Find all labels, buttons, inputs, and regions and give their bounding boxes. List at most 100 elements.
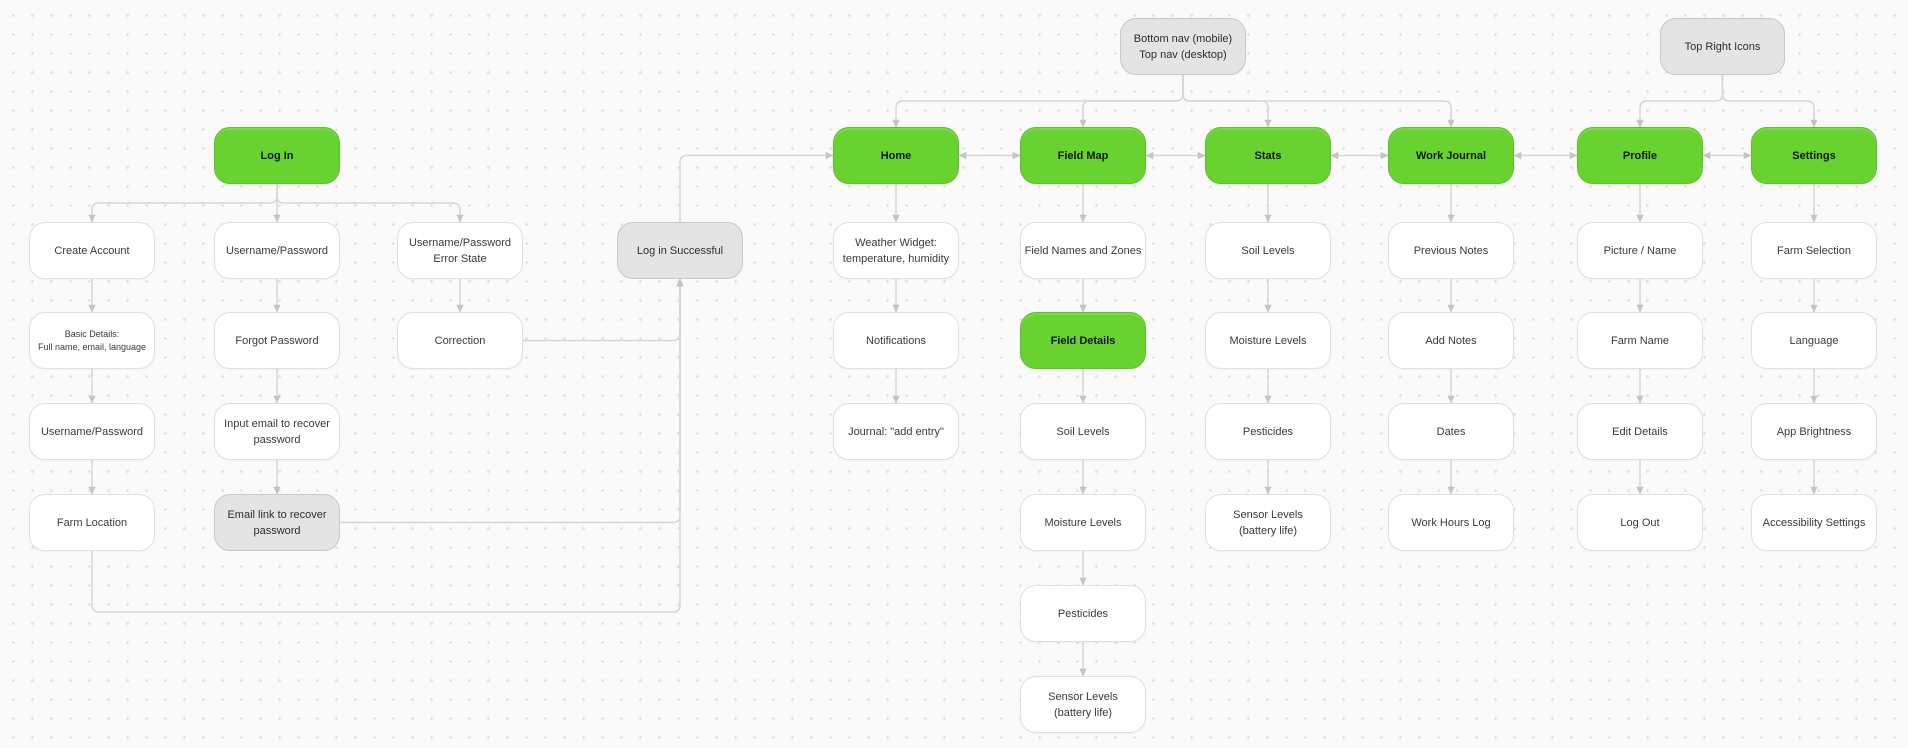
node-label-line: Basic Details: <box>64 328 120 339</box>
node-pesticides-st[interactable]: Pesticides <box>1205 403 1331 460</box>
node-top-right-icons[interactable]: Top Right Icons <box>1660 18 1785 75</box>
node-log-in-successful[interactable]: Log in Successful <box>617 222 743 279</box>
node-soil-levels-fm[interactable]: Soil Levels <box>1020 403 1146 460</box>
node-username-password-2[interactable]: Username/Password <box>29 403 155 460</box>
node-label-line: Journal: "add entry" <box>848 425 944 438</box>
node-farm-name[interactable]: Farm Name <box>1577 312 1703 369</box>
node-label-line: Top Right Icons <box>1684 40 1761 53</box>
node-label-line: Work Hours Log <box>1411 516 1491 529</box>
edge-correction-to-log-in-successful <box>522 278 684 342</box>
node-label-line: Username/Password <box>40 425 144 438</box>
node-label-line: Full name, email, language <box>37 341 147 352</box>
node-label-line: Field Map <box>1057 149 1109 162</box>
node-dates[interactable]: Dates <box>1388 403 1514 460</box>
node-label-line: Farm Location <box>56 516 128 529</box>
node-edit-details[interactable]: Edit Details <box>1577 403 1703 460</box>
node-create-account[interactable]: Create Account <box>29 222 155 279</box>
node-label-line: Log In <box>260 149 294 162</box>
node-label-line: App Brightness <box>1776 425 1852 438</box>
node-farm-location[interactable]: Farm Location <box>29 494 155 551</box>
node-label-line: Field Details <box>1050 334 1116 347</box>
node-label-line: Farm Name <box>1610 334 1670 347</box>
node-basic-details[interactable]: Basic Details: Full name, email, language <box>29 312 155 369</box>
node-label-line: Error State <box>433 252 487 265</box>
node-home[interactable]: Home <box>833 127 959 184</box>
node-label-line: Edit Details <box>1612 425 1668 438</box>
node-correction[interactable]: Correction <box>397 312 523 369</box>
edge-farm-location-to-log-in-successful <box>91 278 684 613</box>
edge-log-in-to-error-state <box>276 183 464 223</box>
node-label-line: Farm Selection <box>1777 244 1851 257</box>
edge-bottom-top-nav-to-work-journal <box>1182 74 1455 128</box>
node-label-line: Log in Successful <box>636 244 724 257</box>
edge-bottom-top-nav-to-field-map <box>1079 74 1184 128</box>
node-email-link[interactable]: Email link to recover password <box>214 494 340 551</box>
node-label-line: password <box>253 433 301 446</box>
node-stats[interactable]: Stats <box>1205 127 1331 184</box>
node-field-names-zones[interactable]: Field Names and Zones <box>1020 222 1146 279</box>
node-moisture-levels-st[interactable]: Moisture Levels <box>1205 312 1331 369</box>
node-settings[interactable]: Settings <box>1751 127 1877 184</box>
edge-log-in-successful-to-home <box>679 151 834 223</box>
node-forgot-password[interactable]: Forgot Password <box>214 312 340 369</box>
node-sensor-levels-st[interactable]: Sensor Levels (battery life) <box>1205 494 1331 551</box>
node-label-line: password <box>253 524 301 537</box>
node-label-line: Field Names and Zones <box>1024 244 1142 257</box>
node-label-line: Notifications <box>866 334 926 347</box>
node-soil-levels-st[interactable]: Soil Levels <box>1205 222 1331 279</box>
node-label-line: Moisture Levels <box>1044 516 1122 529</box>
node-accessibility-settings[interactable]: Accessibility Settings <box>1751 494 1877 551</box>
node-sensor-levels-fm[interactable]: Sensor Levels (battery life) <box>1020 676 1146 733</box>
node-label-line: (battery life) <box>1053 706 1113 719</box>
node-label-line: Forgot Password <box>235 334 319 347</box>
node-label-line: Previous Notes <box>1413 244 1489 257</box>
edge-log-in-to-create-account <box>88 183 278 223</box>
node-notifications[interactable]: Notifications <box>833 312 959 369</box>
node-journal-add-entry[interactable]: Journal: "add entry" <box>833 403 959 460</box>
edge-bottom-top-nav-to-home <box>892 74 1184 128</box>
node-pesticides-fm[interactable]: Pesticides <box>1020 585 1146 642</box>
node-label-line: Dates <box>1436 425 1466 438</box>
node-label-line: Moisture Levels <box>1229 334 1307 347</box>
node-work-journal[interactable]: Work Journal <box>1388 127 1514 184</box>
node-username-password-1[interactable]: Username/Password <box>214 222 340 279</box>
node-input-email[interactable]: Input email to recover password <box>214 403 340 460</box>
node-label-line: Weather Widget: <box>855 236 937 249</box>
node-app-brightness[interactable]: App Brightness <box>1751 403 1877 460</box>
node-label-line: Add Notes <box>1425 334 1477 347</box>
node-label-line: Work Journal <box>1415 149 1487 162</box>
node-label-line: Input email to recover <box>224 417 330 430</box>
node-weather-widget[interactable]: Weather Widget:temperature, humidity <box>833 222 959 279</box>
edge-top-right-icons-to-settings <box>1721 74 1818 128</box>
node-field-map[interactable]: Field Map <box>1020 127 1146 184</box>
node-label-line: Bottom nav (mobile) <box>1133 32 1233 45</box>
node-moisture-levels-fm[interactable]: Moisture Levels <box>1020 494 1146 551</box>
node-picture-name[interactable]: Picture / Name <box>1577 222 1703 279</box>
node-label-line: Picture / Name <box>1603 244 1677 257</box>
node-add-notes[interactable]: Add Notes <box>1388 312 1514 369</box>
node-previous-notes[interactable]: Previous Notes <box>1388 222 1514 279</box>
node-label-line: Sensor Levels <box>1048 690 1118 703</box>
node-label-line: Create Account <box>54 244 130 257</box>
node-label-line: Soil Levels <box>1056 425 1110 438</box>
node-profile[interactable]: Profile <box>1577 127 1703 184</box>
node-label-line: Pesticides <box>1057 607 1109 620</box>
node-label-line: (battery life) <box>1238 524 1298 537</box>
node-label-line: Language <box>1789 334 1839 347</box>
node-work-hours-log[interactable]: Work Hours Log <box>1388 494 1514 551</box>
node-farm-selection[interactable]: Farm Selection <box>1751 222 1877 279</box>
node-bottom-top-nav[interactable]: Bottom nav (mobile)Top nav (desktop) <box>1120 18 1246 75</box>
node-label-line: Email link to recover <box>227 508 327 521</box>
node-label-line: Username/Password <box>225 244 329 257</box>
node-label-line: Accessibility Settings <box>1762 516 1866 529</box>
node-label-line: Correction <box>434 334 486 347</box>
node-log-out[interactable]: Log Out <box>1577 494 1703 551</box>
node-log-in[interactable]: Log In <box>214 127 340 184</box>
node-language[interactable]: Language <box>1751 312 1877 369</box>
node-field-details[interactable]: Field Details <box>1020 312 1146 369</box>
node-label-line: Settings <box>1792 149 1836 162</box>
node-label-line: Sensor Levels <box>1233 508 1303 521</box>
